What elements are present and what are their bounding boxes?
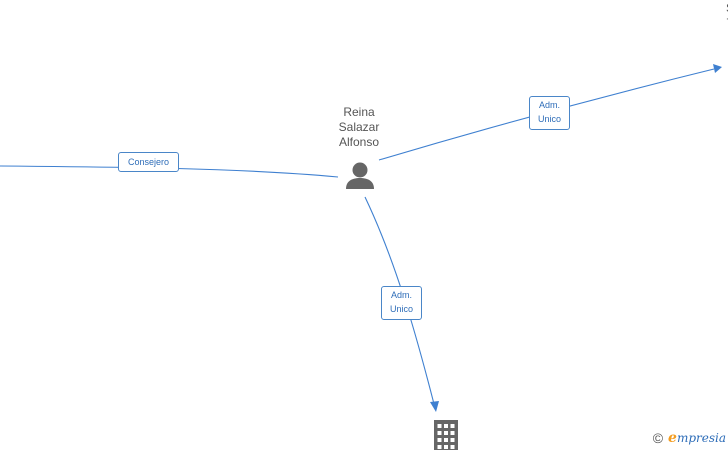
brand-logo[interactable]: empresia bbox=[668, 430, 726, 446]
edge-label-bottom-line-2: Unico bbox=[389, 304, 413, 314]
person-name-line-2: Salazar bbox=[338, 120, 380, 134]
brand-logo-initial: e bbox=[668, 430, 677, 446]
top-right-node-line-2: T bbox=[718, 16, 728, 31]
copyright-footer: © empresia bbox=[653, 429, 726, 447]
edge-label-consejero[interactable]: Consejero bbox=[118, 152, 179, 172]
edge-label-top-right[interactable]: Adm. Unico bbox=[529, 96, 570, 130]
edge-label-bottom[interactable]: Adm. Unico bbox=[381, 286, 422, 320]
person-name-label[interactable]: Reina Salazar Alfonso bbox=[330, 105, 388, 150]
edge-top-right-arrow bbox=[713, 64, 722, 73]
edge-label-consejero-text: Consejero bbox=[127, 157, 170, 167]
edge-label-top-right-line-2: Unico bbox=[537, 114, 561, 124]
person-icon[interactable] bbox=[346, 162, 374, 190]
top-right-node-label[interactable]: S T bbox=[712, 1, 728, 31]
brand-logo-rest: mpresia bbox=[676, 431, 726, 445]
person-name-line-1: Reina bbox=[343, 105, 375, 119]
building-icon[interactable] bbox=[434, 420, 458, 450]
edge-bottom-arrow bbox=[430, 401, 439, 412]
edge-label-bottom-line-1: Adm. bbox=[390, 290, 412, 300]
edge-label-top-right-line-1: Adm. bbox=[538, 100, 560, 110]
person-name-line-3: Alfonso bbox=[338, 135, 380, 149]
copyright-symbol: © bbox=[652, 430, 664, 446]
top-right-node-line-1: S bbox=[718, 1, 728, 16]
